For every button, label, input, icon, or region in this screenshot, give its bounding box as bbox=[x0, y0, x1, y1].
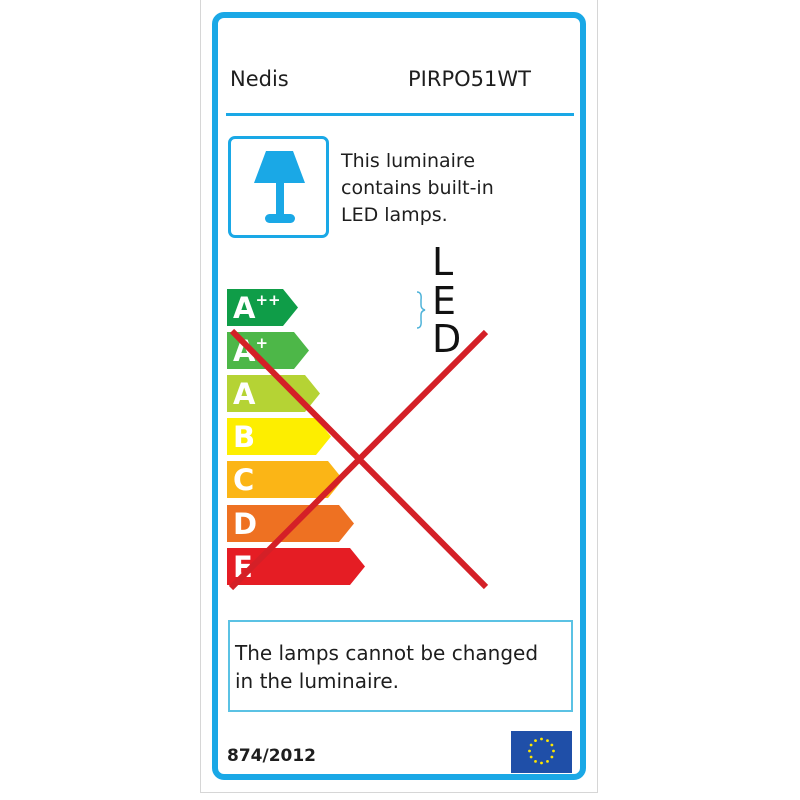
info-line-2: contains built-in bbox=[341, 177, 494, 199]
energy-class-sup: + bbox=[255, 334, 269, 352]
brand-name: Nedis bbox=[230, 67, 289, 91]
notice-line-1: The lamps cannot be changed bbox=[235, 641, 539, 665]
energy-class-letter: A bbox=[233, 334, 256, 368]
energy-class-letter: D bbox=[233, 507, 258, 541]
led-letter-d: D bbox=[432, 317, 462, 361]
model-number: PIRPO51WT bbox=[408, 67, 531, 91]
led-letter-e: E bbox=[432, 279, 457, 323]
energy-class-letter: A bbox=[233, 291, 256, 325]
energy-class-b: B bbox=[227, 418, 332, 455]
notice-line-2: in the luminaire. bbox=[235, 669, 399, 693]
energy-class-c: C bbox=[227, 461, 344, 498]
energy-class-letter: E bbox=[233, 550, 253, 584]
info-line-3: LED lamps. bbox=[341, 204, 448, 226]
energy-class-letter: C bbox=[233, 463, 255, 497]
energy-class-a: A bbox=[227, 375, 321, 412]
eu-flag-icon bbox=[511, 731, 572, 773]
energy-class-a-plus: A+ bbox=[227, 332, 310, 369]
table-lamp-icon bbox=[254, 151, 305, 223]
info-line-1: This luminaire bbox=[341, 150, 476, 172]
energy-class-e: E bbox=[227, 548, 366, 585]
energy-class-sup: ++ bbox=[255, 291, 281, 309]
regulation-number: 874/2012 bbox=[227, 746, 317, 766]
notice-box bbox=[228, 620, 573, 712]
energy-label bbox=[212, 12, 586, 780]
energy-class-letter: B bbox=[233, 420, 256, 454]
energy-class-a-plus-plus: A++ bbox=[227, 289, 299, 326]
header-divider bbox=[226, 113, 574, 116]
led-letter-l: L bbox=[432, 240, 454, 284]
energy-class-d: D bbox=[227, 505, 355, 542]
lamp-icon-box bbox=[228, 136, 329, 238]
energy-class-letter: A bbox=[233, 377, 256, 411]
